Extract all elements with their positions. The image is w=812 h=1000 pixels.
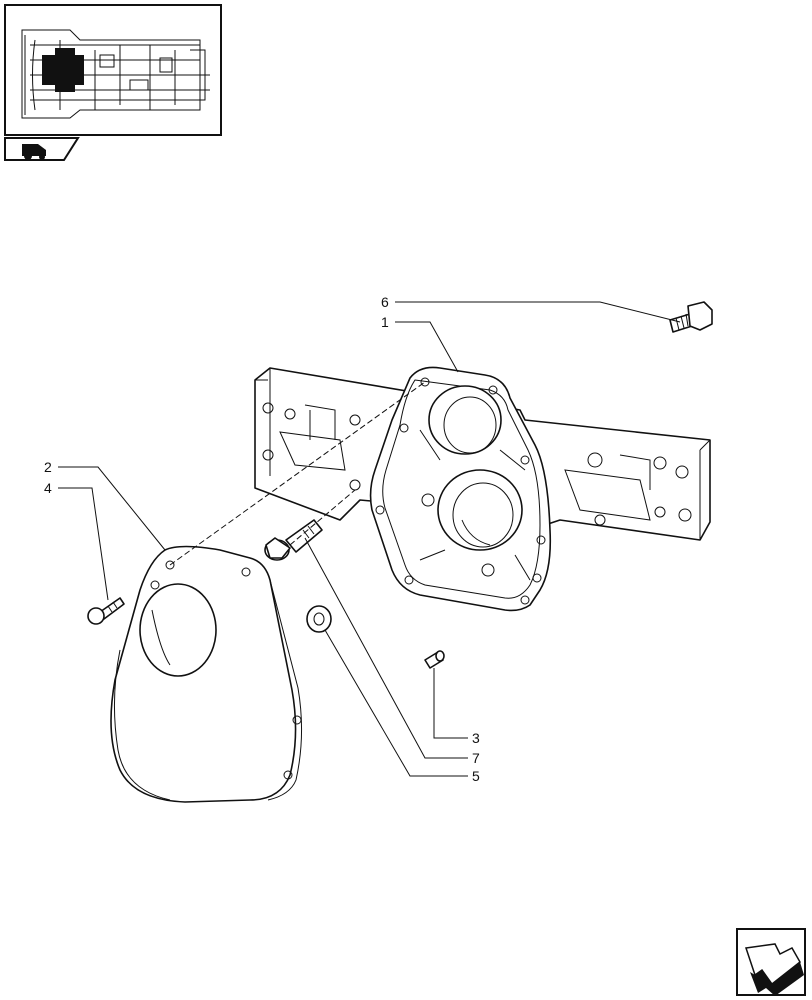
next-page-arrow-icon — [745, 943, 804, 996]
part-7-bolt — [264, 519, 323, 561]
part-2-cover — [110, 545, 303, 803]
callout-label-4: 4 — [44, 480, 52, 496]
part-4-bolt — [87, 597, 125, 625]
tractor-icon — [22, 144, 46, 160]
next-page-button[interactable] — [736, 928, 806, 996]
alignment-line-upper — [169, 381, 426, 566]
leader-lines — [58, 301, 681, 777]
part-3-pin — [424, 650, 445, 669]
transmission-section-thumbnail — [20, 20, 210, 120]
callout-label-5: 5 — [472, 768, 480, 784]
alignment-line-lower — [289, 489, 356, 546]
tractor-tab[interactable] — [4, 137, 80, 161]
callout-label-2: 2 — [44, 459, 52, 475]
callout-label-1: 1 — [381, 314, 389, 330]
callout-label-7: 7 — [472, 750, 480, 766]
part-5-washer — [306, 605, 332, 633]
part-1-housing — [254, 366, 711, 612]
callout-label-3: 3 — [472, 730, 480, 746]
thumbnail-panel[interactable] — [4, 4, 222, 136]
callout-label-6: 6 — [381, 294, 389, 310]
part-6-bolt — [669, 301, 713, 333]
